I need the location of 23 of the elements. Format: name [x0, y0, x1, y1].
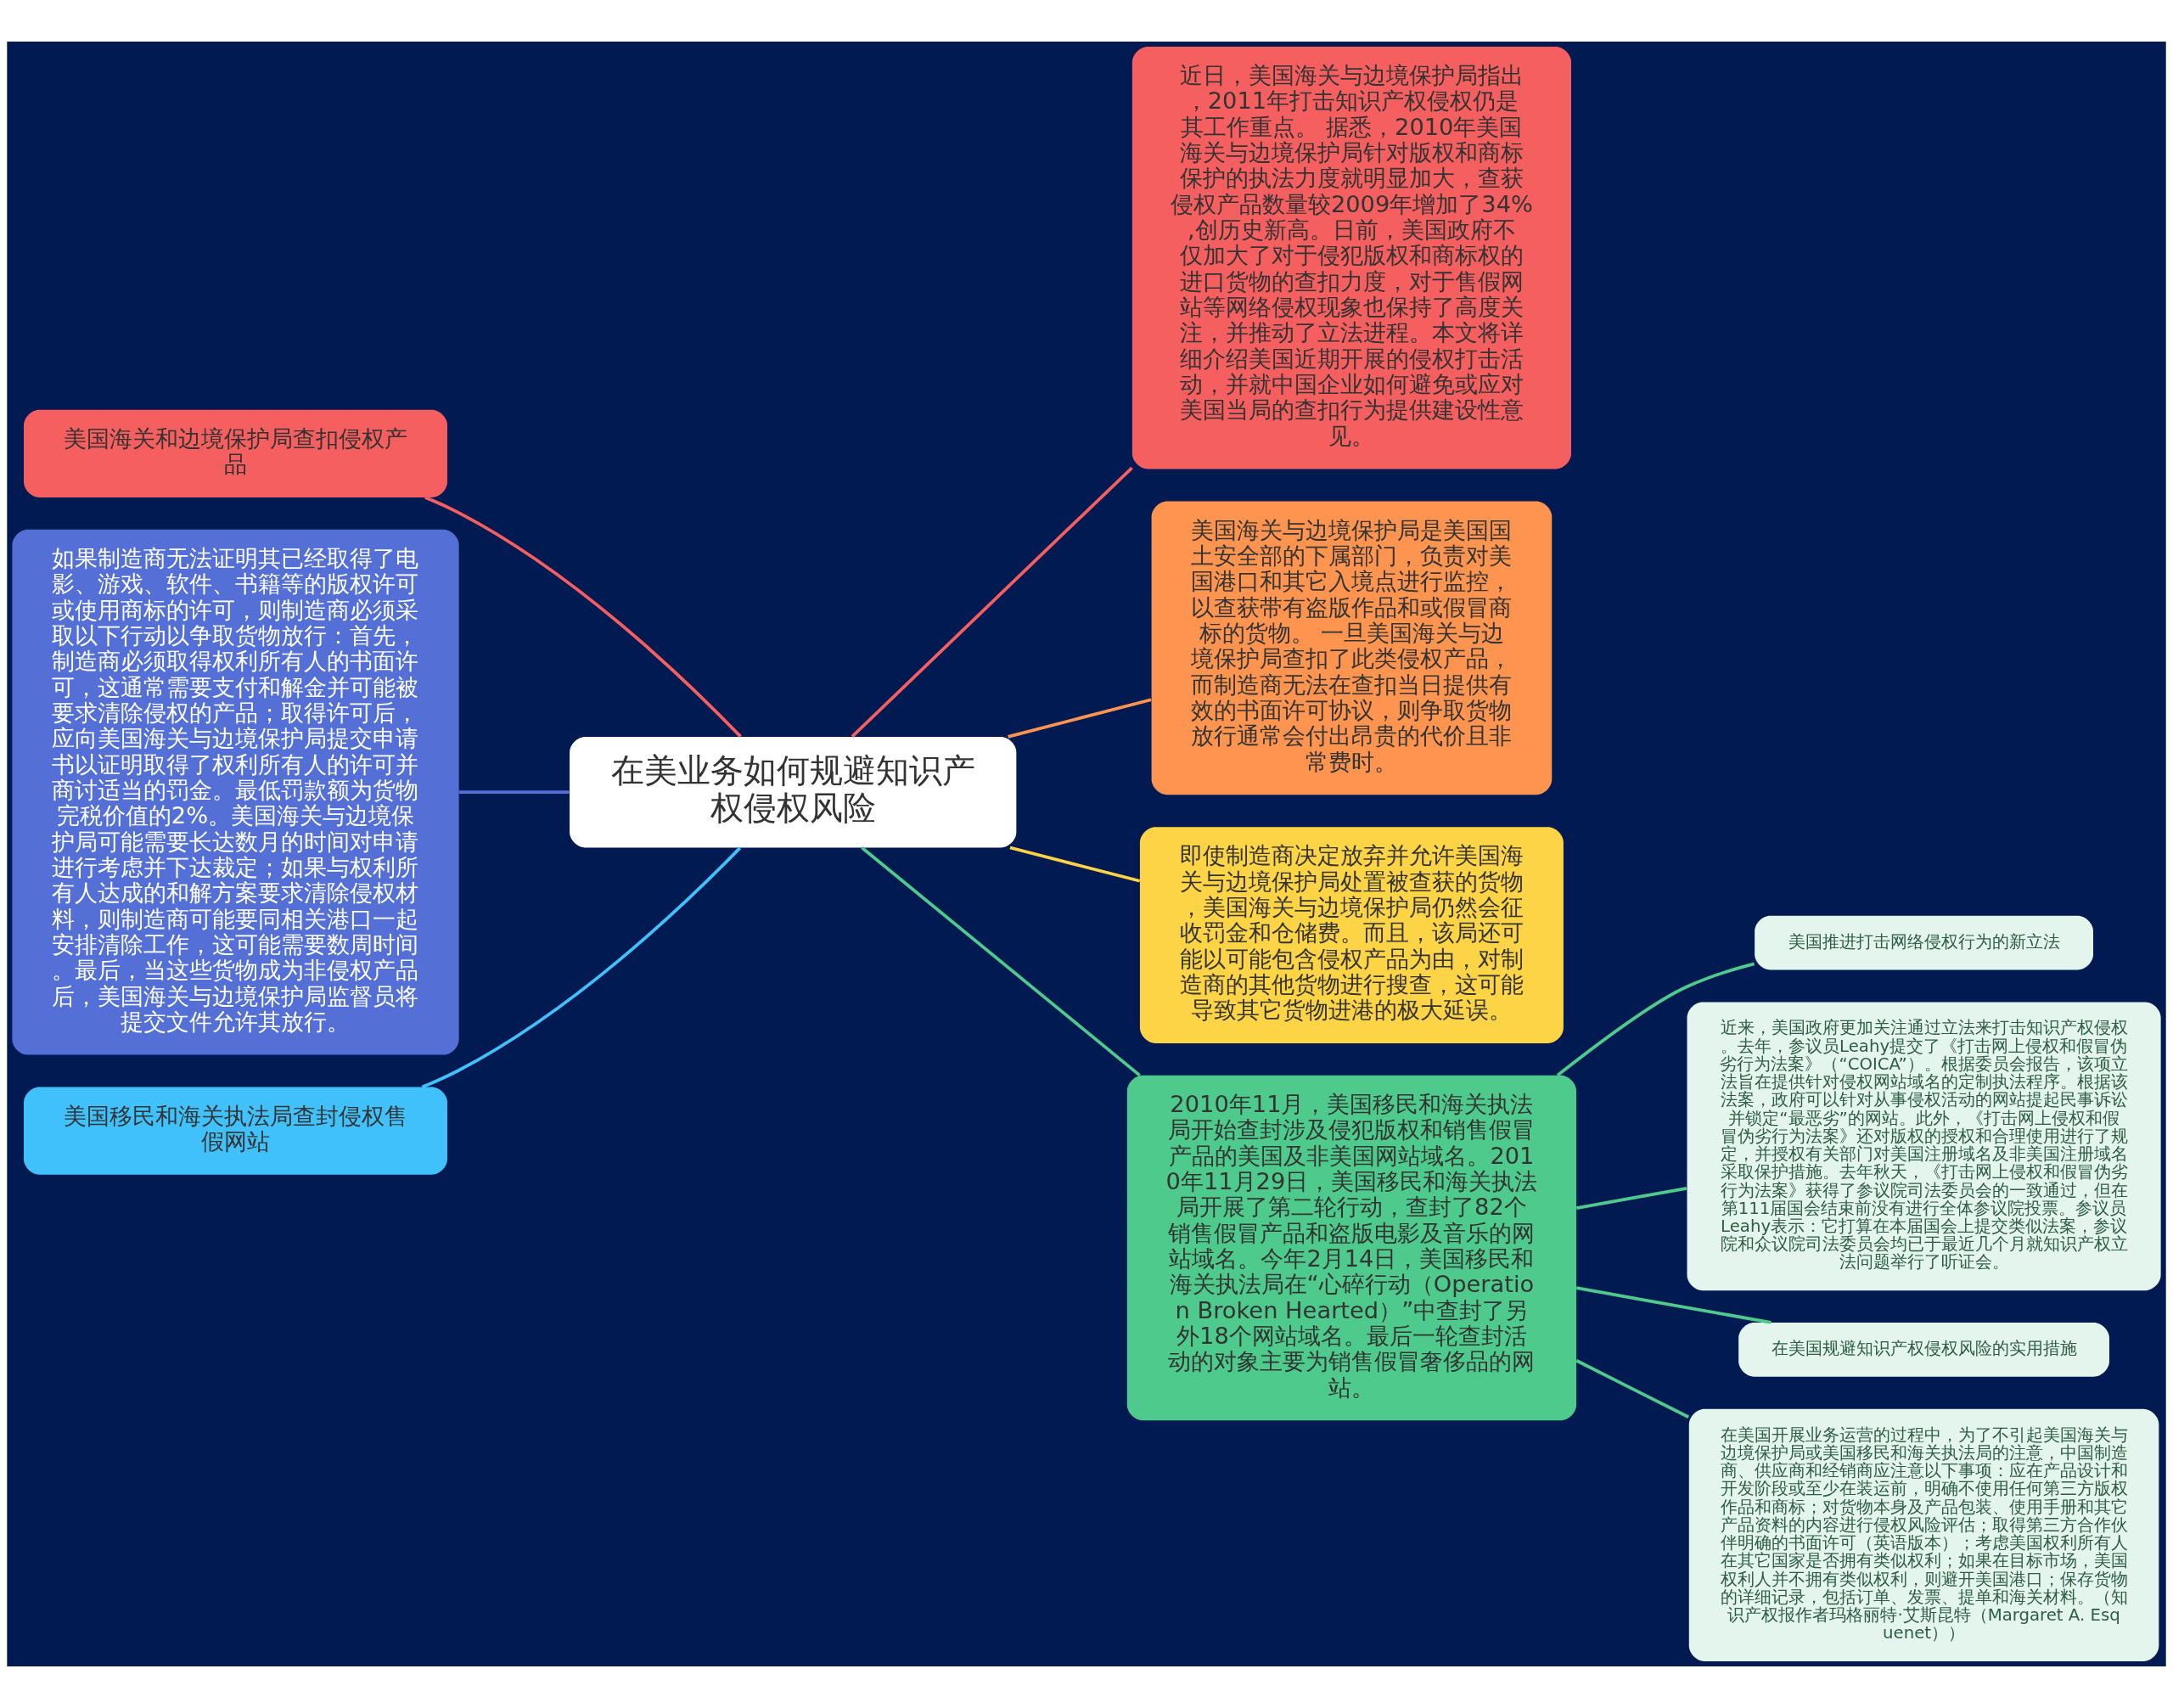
node-box: 近来，美国政府更加关注通过立法来打击知识产权侵权。去年，参议员Leahy提交了《打击网上侵权和假冒伪劣行为法案》（“COICA”）。根据委员会报告，该项立法旨在提供针对侵权网站域名的定制执法程序。根据该法案，政府可以针对从事侵权活动的网站提起民事诉讼并锁定“最恶劣”的网站。此外，《打击网上侵权和假冒伪劣行为法案》还对版权的授权和合理使用进行了规定，并授权有关部门对美国注册域名及非美国注册域名采取保护措施。去年秋天，《打击网上侵权和假冒伪劣行为法案》获得了参议院司法委员会的一致通过，但在第111届国会结束前没有进行全体参议院投票。参议员Leahy表示：它打算在本届国会上提交类似法案，参议院和众议院司法委员会均已于最近几个月就知识产权立法问题举行了听证会。	[1687, 1002, 2161, 1291]
connector	[861, 846, 1141, 1077]
connector	[1556, 962, 1755, 1077]
connector	[1575, 1286, 1772, 1324]
node-box: 在美业务如何规避知识产权侵权风险	[570, 737, 1017, 848]
node-box: 在美国规避知识产权侵权风险的实用措施	[1738, 1323, 2109, 1377]
connector	[458, 790, 570, 795]
node-box: 美国移民和海关执法局查封侵权售假网站	[24, 1087, 447, 1175]
node-box: 近日，美国海关与边境保护局指出，2011年打击知识产权侵权仍是其工作重点。 据悉，2010年美国海关与边境保护局针对版权和商标保护的执法力度就明显加大，查获侵权产品数量较2009年增加了34%,创历史新高。日前，美国政府不仅加大了对于侵犯版权和商标权的进口货物的查扣力度，对于售假网站等网络侵权现象也保持了高度关注，并推动了立法进程。本文将详细介绍美国近期开展的侵权打击活动，并就中国企业如何避免或应对美国当局的查扣行为提供建设性意见。	[1131, 47, 1571, 469]
node-box: 美国推进打击网络侵权行为的新立法	[1755, 915, 2093, 970]
connector	[851, 466, 1133, 738]
connector	[424, 496, 742, 738]
connector	[1009, 846, 1141, 883]
node-box: 在美国开展业务运营的过程中，为了不引起美国海关与边境保护局或美国移民和海关执法局的注意，中国制造商、供应商和经销商应注意以下事项：应在产品设计和开发阶段或至少在装运前，明确不使用任何第三方版权作品和商标；对货物本身及产品包装、使用手册和其它产品资料的内容进行侵权风险评估；取得第三方合作伙伴明确的书面许可（英语版本）；考虑美国权利所有人在其它国家是否拥有类似权利；如果在目标市场，美国权利人并不拥有类似权利，则避开美国港口；保存货物的详细记录，包括订单、发票、提单和海关材料。（知识产权报作者玛格丽特·艾斯昆特（Margaret A. Esquenet））	[1688, 1408, 2159, 1661]
connector	[1575, 1187, 1687, 1210]
node-box: 即使制造商决定放弃并允许美国海关与边境保护局处置被查获的货物，美国海关与边境保护局仍然会征收罚金和仓储费。而且，该局还可能以可能包含侵权产品为由，对制造商的其他货物进行搜查，这可能导致其它货物进港的极大延误。	[1139, 827, 1564, 1043]
connector	[1575, 1359, 1690, 1419]
connector	[421, 846, 742, 1089]
node-box: 美国海关和边境保护局查扣侵权产品	[24, 409, 447, 497]
connector	[1008, 698, 1152, 739]
node-box: 2010年11月，美国移民和海关执法局开始查封涉及侵犯版权和销售假冒产品的美国及非美国网站域名。2010年11月29日，美国移民和海关执法局开展了第二轮行动，查封了82个销售假冒产品和盗版电影及音乐的网站域名。今年2月14日，美国移民和海关执法局在“心碎行动（Operation Broken Hearted）”中查封了另外18个网站域名。最后一轮查封活动的对象主要为销售假冒奢侈品的网站。	[1126, 1075, 1577, 1421]
node-box: 如果制造商无法证明其已经取得了电影、游戏、软件、书籍等的版权许可或使用商标的许可，则制造商必须采取以下行动以争取货物放行：首先，制造商必须取得权利所有人的书面许可，这通常需要支付和解金并可能被要求清除侵权的产品；取得许可后，应向美国海关与边境保护局提交申请书以证明取得了权利所有人的许可并商讨适当的罚金。最低罚款额为货物完税价值的2%。美国海关与边境保护局可能需要长达数月的时间对申请进行考虑并下达裁定；如果与权利所有人达成的和解方案要求清除侵权材料，则制造商可能要同相关港口一起安排清除工作，这可能需要数周时间。最后，当这些货物成为非侵权产品后，美国海关与边境保护局监督员将提交文件允许其放行。	[12, 529, 459, 1055]
node-box: 美国海关与边境保护局是美国国土安全部的下属部门，负责对美国港口和其它入境点进行监控，以查获带有盗版作品和或假冒商标的货物。 一旦美国海关与边境保护局查扣了此类侵权产品，而制造商无法在查扣当日提供有效的书面许可协议，则争取货物放行通常会付出昂贵的代价且非常费时。	[1151, 501, 1553, 795]
